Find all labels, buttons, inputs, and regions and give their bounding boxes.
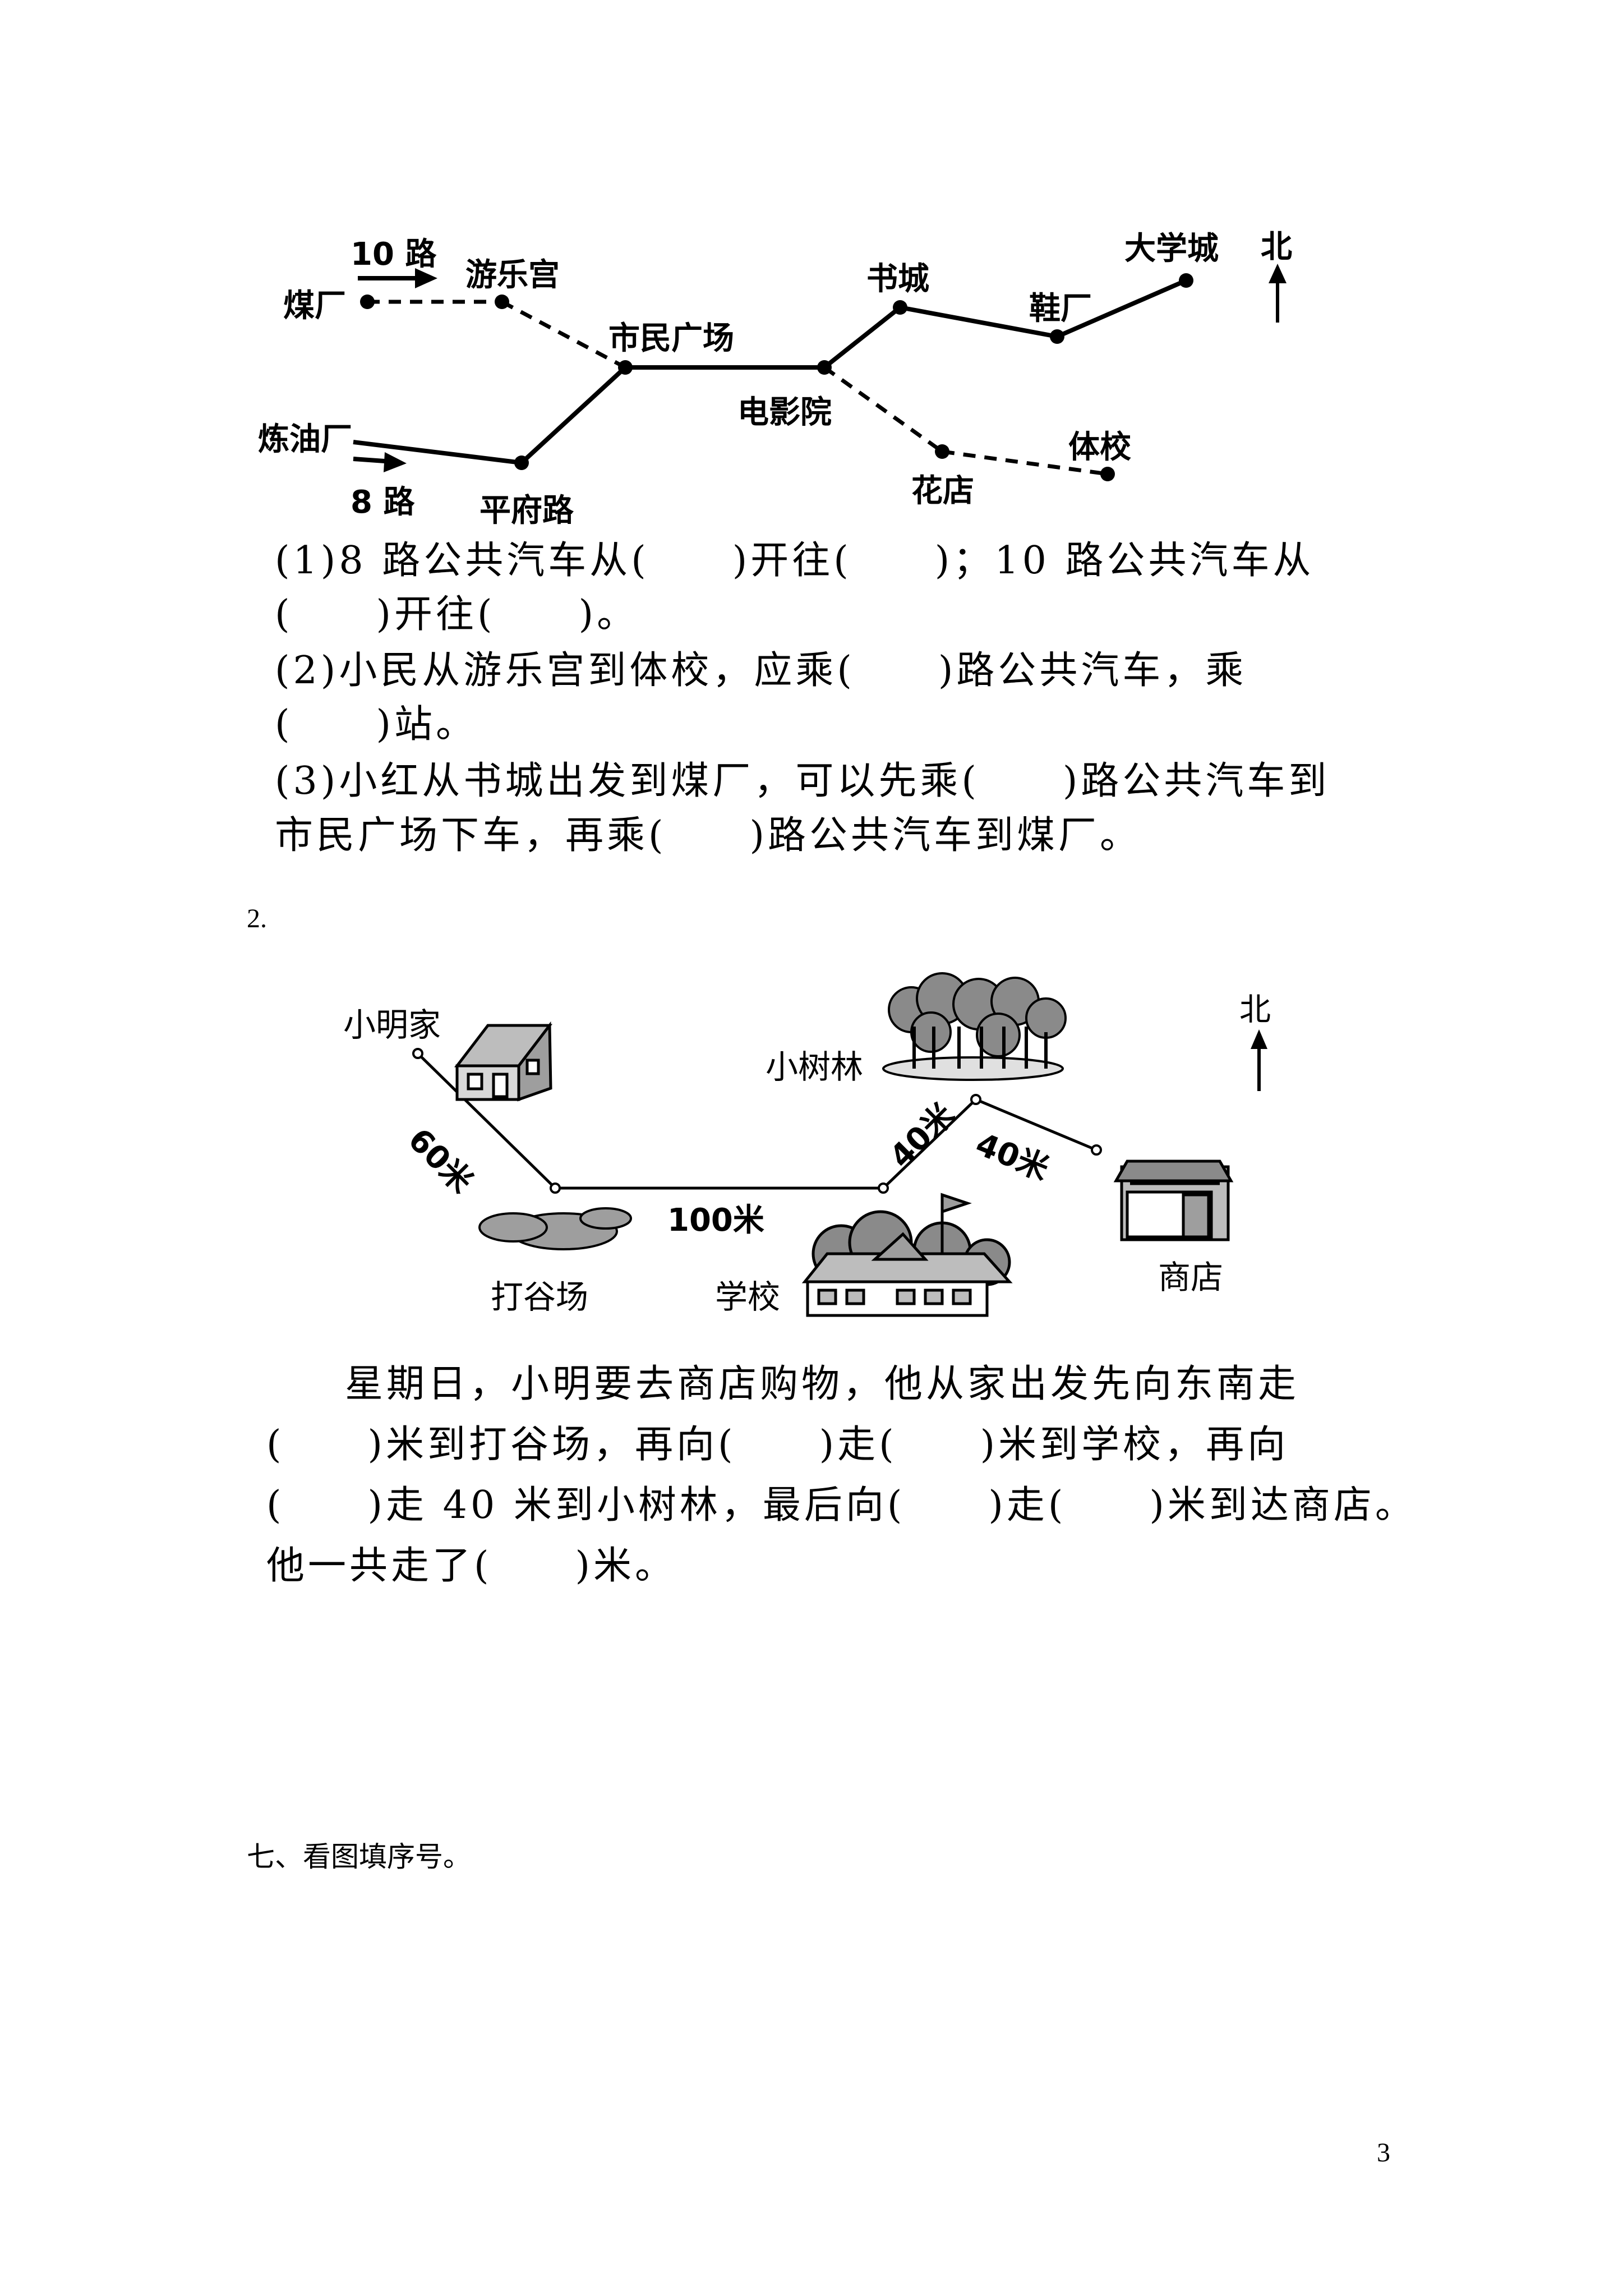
stop-pingfulu: 平府路 <box>479 493 574 529</box>
stop-meichang: 煤厂 <box>283 288 346 324</box>
section-7-title: 七、看图填序号。 <box>247 1841 471 1873</box>
xiaoming-route-graphic <box>412 972 1267 1317</box>
school-label: 学校 <box>715 1278 781 1316</box>
route-10-label: 10 路 <box>351 236 437 273</box>
threshing-ground-icon <box>478 1207 632 1250</box>
stop-shimin-square: 市民广场 <box>608 320 734 357</box>
q2-line-1: 星期日，小明要去商店购物，他从家出发先向东南走 <box>345 1362 1300 1406</box>
forest-label: 小树林 <box>766 1048 864 1086</box>
distance-100m: 100米 <box>667 1202 764 1239</box>
stop-shucheng: 书城 <box>866 261 929 297</box>
north-label-2: 北 <box>1239 992 1271 1028</box>
stop-tixiao: 体校 <box>1068 429 1131 466</box>
q1-line-3: (2)小民从游乐宫到体校，应乘( )路公共汽车，乘 <box>275 648 1247 693</box>
forest-icon <box>882 972 1067 1081</box>
north-label: 北 <box>1261 229 1292 265</box>
q2-line-2: ( )米到打谷场，再向( )走( )米到学校，再向 <box>266 1423 1289 1467</box>
stop-lianyouchang: 炼油厂 <box>258 421 352 458</box>
school-icon <box>801 1193 1013 1317</box>
house-icon <box>454 1021 553 1102</box>
route-8-label: 8 路 <box>351 484 415 521</box>
shop-icon <box>1113 1159 1234 1241</box>
q1-line-5: (3)小红从书城出发到煤厂，可以先乘( )路公共汽车到 <box>275 759 1330 803</box>
q2-line-4: 他一共走了( )米。 <box>266 1544 677 1588</box>
stop-youlegong: 游乐宫 <box>465 257 560 293</box>
stop-daxuecheng: 大学城 <box>1124 231 1219 267</box>
q1-line-4: ( )站。 <box>275 702 478 747</box>
home-label: 小明家 <box>343 1006 441 1044</box>
shop-label: 商店 <box>1158 1258 1224 1296</box>
page-number: 3 <box>1377 2138 1390 2168</box>
q1-line-6: 市民广场下车，再乘( )路公共汽车到煤厂。 <box>275 813 1142 858</box>
bus-route-map-graphic <box>353 264 1287 481</box>
q1-line-1: (1)8 路公共汽车从( )开往( )；10 路公共汽车从 <box>275 539 1315 583</box>
q2-line-3: ( )走 40 米到小树林，最后向( )走( )米到达商店。 <box>266 1483 1417 1527</box>
stop-dianyingyuan: 电影院 <box>737 394 832 431</box>
stop-huadian: 花店 <box>911 473 974 509</box>
section-2-number: 2. <box>247 904 267 933</box>
threshing-label: 打谷场 <box>491 1278 589 1316</box>
q1-line-2: ( )开往( )。 <box>275 592 639 637</box>
stop-xiechang: 鞋厂 <box>1029 291 1092 327</box>
